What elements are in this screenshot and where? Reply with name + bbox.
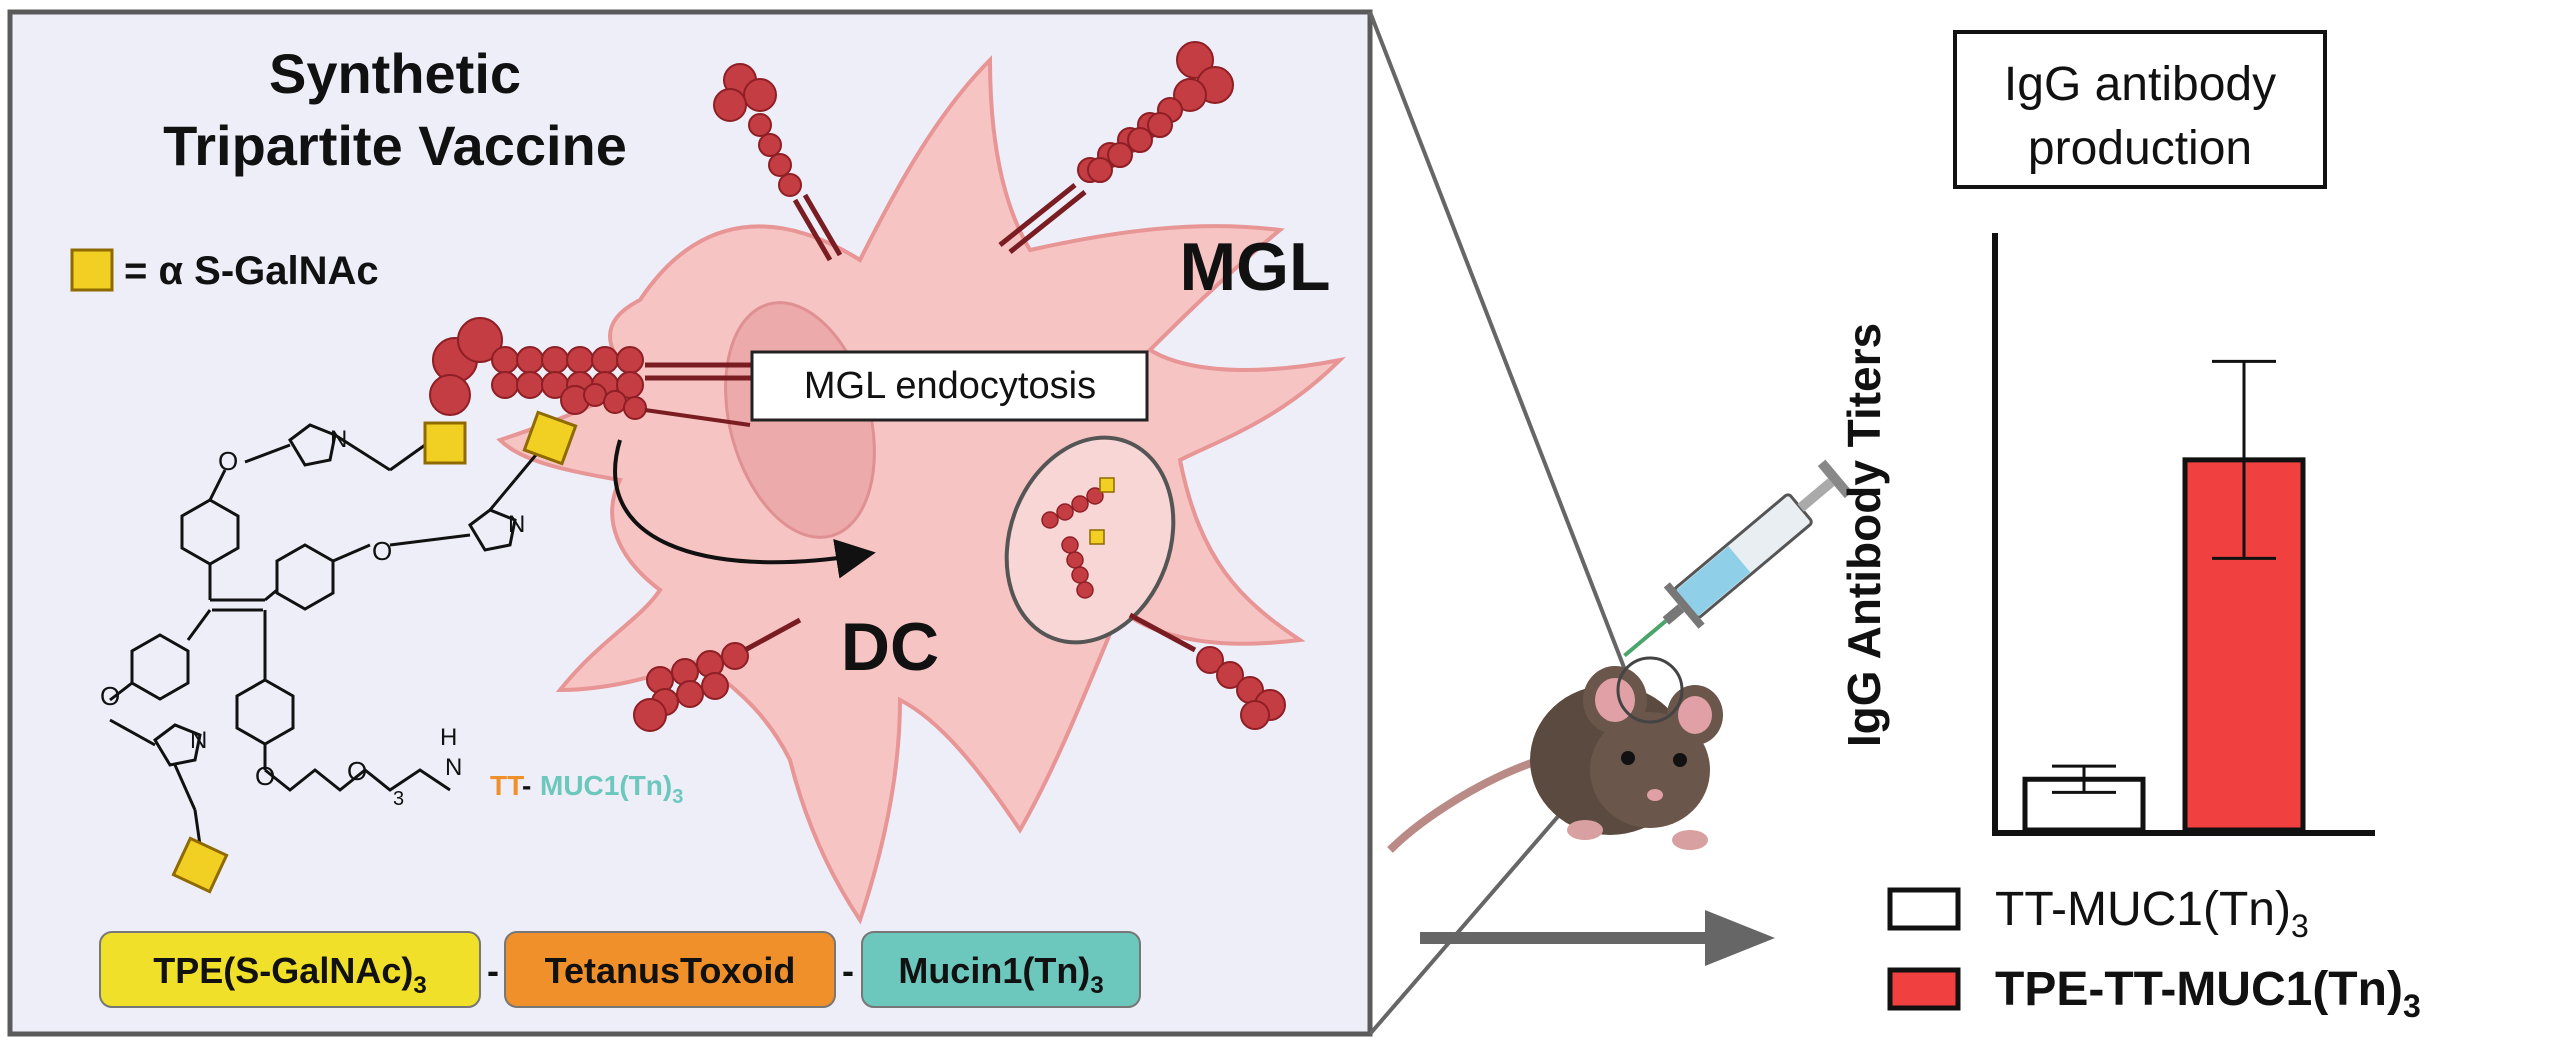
dendritic-cell [496, 55, 1347, 925]
injection-site [1616, 656, 1684, 724]
mgl-receptor [998, 41, 1234, 254]
chem-o-1: O [218, 446, 238, 476]
component-tpe [99, 931, 481, 1008]
syringe-icon [1623, 459, 1853, 658]
chem-o-5: O [347, 756, 367, 786]
mgl-receptor [560, 383, 751, 427]
legend-label-tpe: TPE-TT-MUC1(Tn)3 [1995, 963, 2421, 1024]
component-tetanus-label: TetanusToxoid [545, 950, 796, 991]
component-separator: - [487, 950, 499, 991]
tt-label: TT [490, 770, 524, 801]
galnac-legend-text: = α S-GalNAc [124, 249, 379, 293]
component-separator: - [842, 950, 854, 991]
chem-n-2: N [508, 511, 525, 538]
component-tetanus [504, 931, 836, 1008]
galnac-square [423, 421, 467, 465]
endocytosis-box [750, 350, 1149, 422]
component-mucin-label: Mucin1(Tn)3 [898, 950, 1103, 999]
chem-nh-n: N [445, 754, 462, 781]
chem-o-3: O [100, 681, 120, 711]
vaccine-title-line1: Synthetic [269, 42, 521, 105]
endocytosis-label: MGL endocytosis [804, 365, 1096, 407]
internalized-vaccine [1041, 477, 1115, 599]
mgl-receptor [429, 317, 760, 416]
chem-o-2: O [372, 536, 392, 566]
endocytosis-arrow [613, 439, 876, 579]
bar-group [2022, 359, 2306, 833]
tpe-structure [109, 423, 542, 846]
galnac-square [522, 410, 578, 466]
chem-o-4: O [255, 761, 275, 791]
component-mucin [861, 931, 1141, 1008]
mgl-receptor [633, 617, 802, 732]
chart-title-line2: production [2028, 122, 2252, 175]
legend-swatch-tpe [1887, 967, 1961, 1011]
tt-dash: - [522, 770, 531, 801]
chem-n-3: N [190, 727, 207, 754]
mgl-label: MGL [1179, 229, 1330, 305]
galnac-icon [70, 248, 114, 292]
galnac-square [171, 836, 229, 894]
zoom-line [1368, 11, 1627, 671]
legend-label-tt: TT-MUC1(Tn)3 [1995, 883, 2309, 944]
chart-title-line1: IgG antibody [2004, 58, 2276, 111]
component-tpe-label: TPE(S-GalNAc)3 [153, 950, 426, 999]
chart-ylabel: IgG Antibody Titers [1838, 323, 1890, 747]
legend-swatch-tt [1887, 887, 1961, 931]
mgl-receptor [713, 63, 843, 262]
process-arrow-head [1705, 910, 1775, 966]
chem-n-1: N [330, 426, 347, 453]
mgl-receptor [1128, 612, 1286, 730]
chart-title-box [1953, 30, 2327, 189]
vaccine-title-line2: Tripartite Vaccine [163, 114, 627, 177]
muc1-label: MUC1(Tn)3 [540, 770, 683, 808]
mouse-illustration [1387, 666, 1723, 853]
chem-nh-h: H [440, 724, 457, 751]
peg-subscript: 3 [393, 788, 404, 810]
dc-label: DC [841, 609, 939, 685]
